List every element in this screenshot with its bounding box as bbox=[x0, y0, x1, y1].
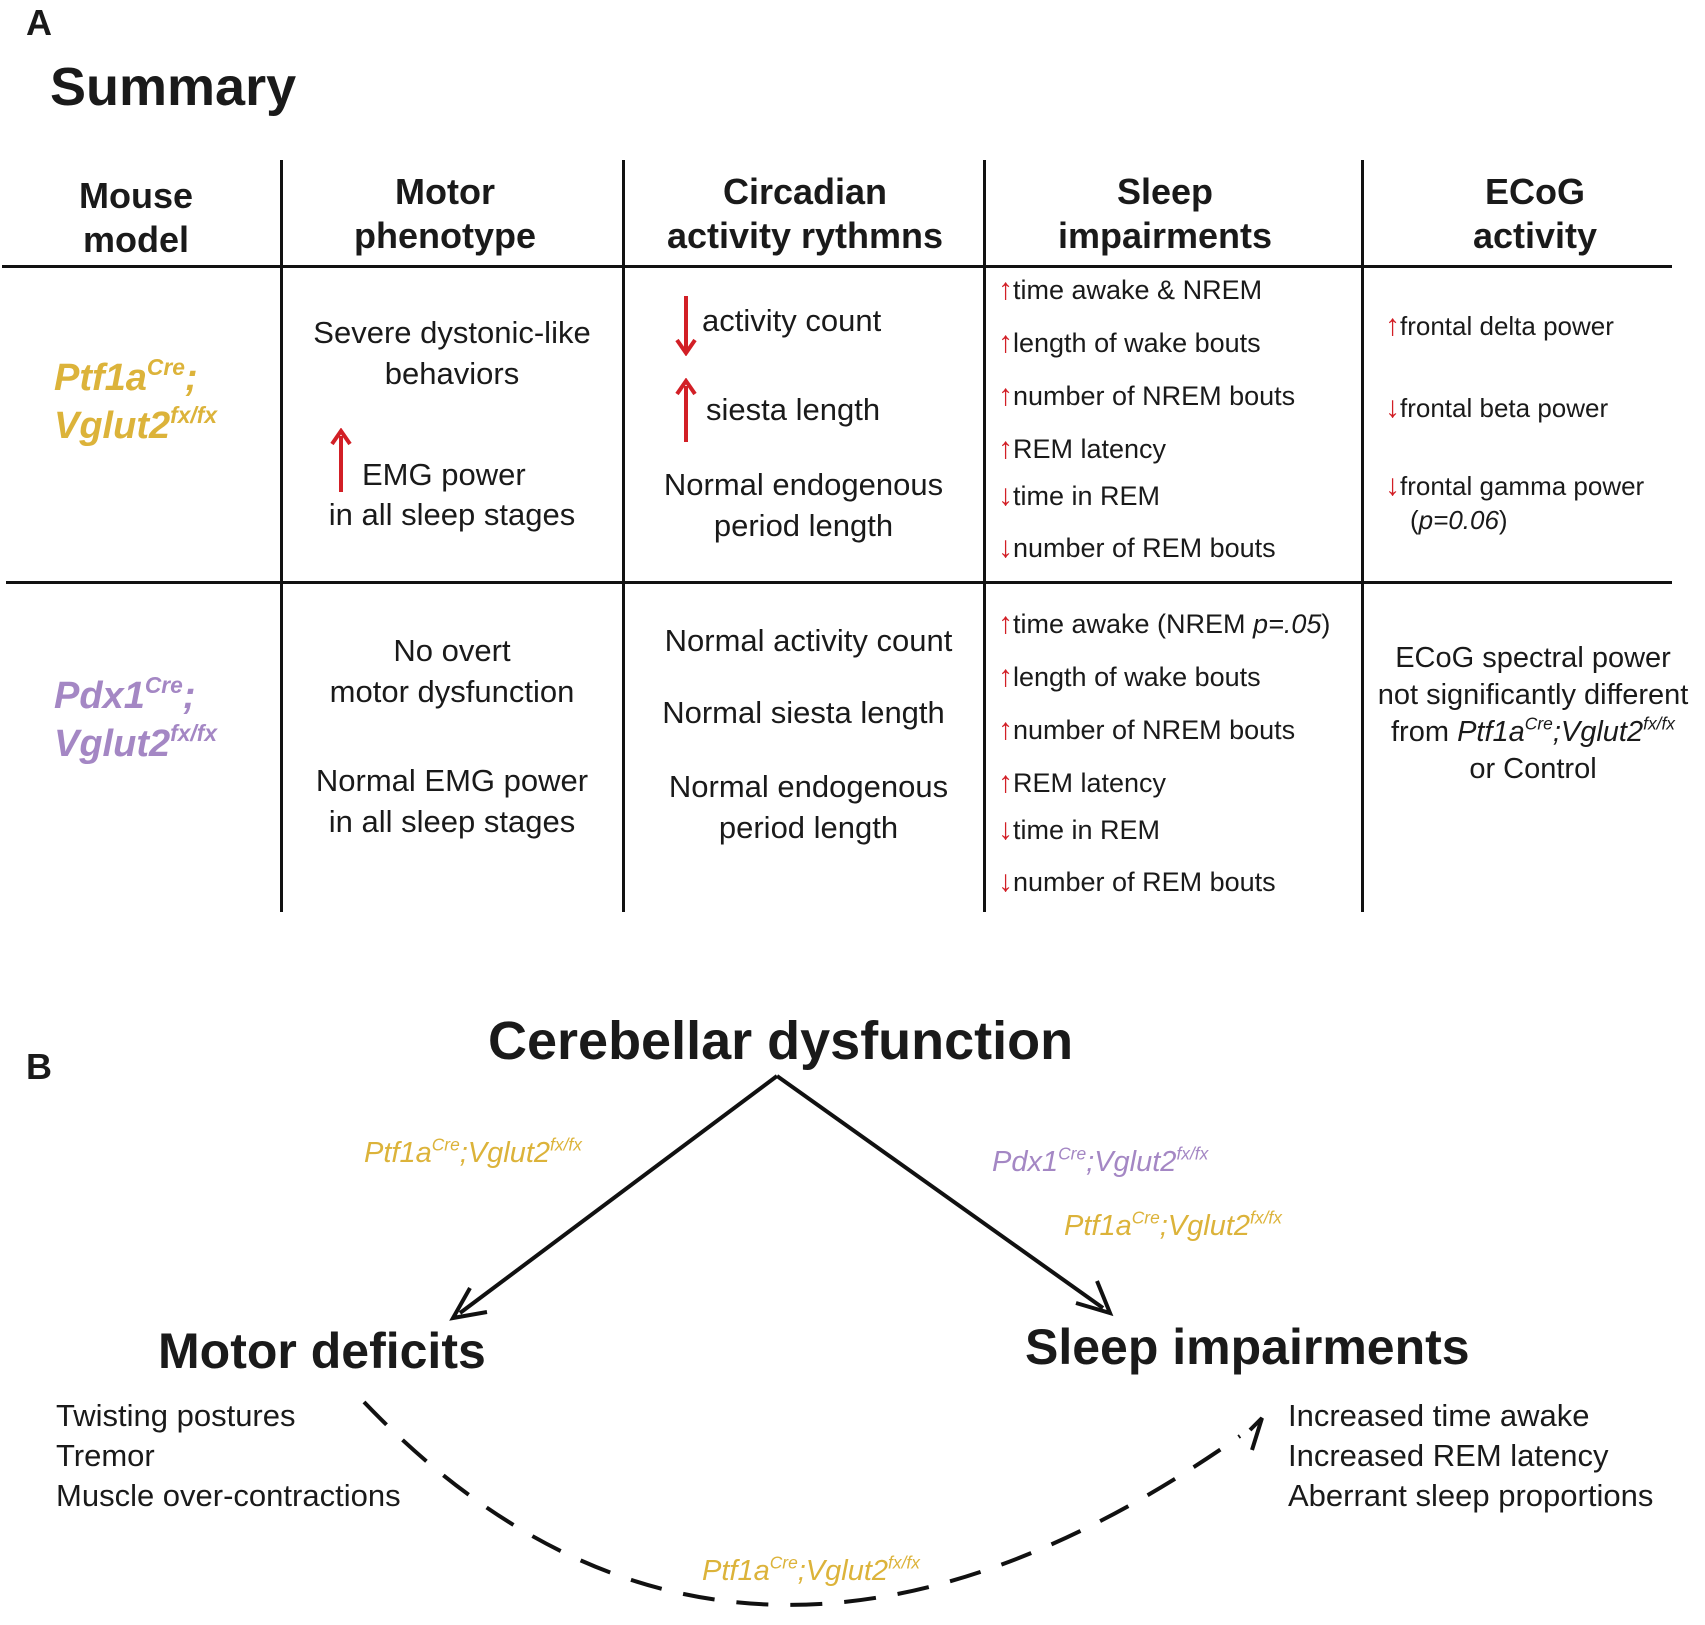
label-ptf1a-left: Ptf1aCre;Vglut2fx/fx bbox=[364, 1134, 582, 1169]
emg-power-stages: in all sleep stages bbox=[328, 497, 576, 532]
down-arrow-icon: ↓ bbox=[998, 865, 1013, 898]
down-arrow-icon: ↓ bbox=[998, 813, 1013, 846]
panel-b-label: B bbox=[26, 1046, 52, 1087]
up-arrow-icon: ↑ bbox=[1385, 309, 1400, 342]
sleep-item: ↑REM latency bbox=[998, 766, 1167, 799]
sleep-item: ↓time in REM bbox=[998, 813, 1161, 846]
panel-a-label: A bbox=[26, 2, 52, 43]
row-rule bbox=[6, 581, 1672, 584]
list-item: Increased time awake bbox=[1288, 1398, 1590, 1433]
label-ptf1a-bottom: Ptf1aCre;Vglut2fx/fx bbox=[702, 1552, 920, 1587]
sleep-item: ↑length of wake bouts bbox=[998, 660, 1261, 693]
list-item: Tremor bbox=[56, 1438, 155, 1473]
list-item: Muscle over-contractions bbox=[56, 1478, 401, 1513]
activity-count: activity count bbox=[702, 303, 882, 338]
down-arrow-icon bbox=[675, 296, 697, 356]
up-arrow-icon: ↑ bbox=[998, 379, 1013, 412]
ecog-gamma-p: (p=0.06) bbox=[1410, 505, 1508, 535]
motor-deficits-list: Twisting postures Tremor Muscle over-con… bbox=[56, 1396, 401, 1516]
normal-siesta-length: Normal siesta length bbox=[662, 695, 945, 730]
column-divider bbox=[622, 160, 625, 912]
down-arrow-icon: ↓ bbox=[998, 479, 1013, 512]
sleep-item: ↓number of REM bouts bbox=[998, 531, 1276, 564]
mouse-model-pdx1: Pdx1Cre; Vglut2fx/fx bbox=[54, 672, 217, 765]
sleep-item: ↓number of REM bouts bbox=[998, 865, 1276, 898]
up-arrow-icon bbox=[675, 378, 697, 442]
motor-deficits-title: Motor deficits bbox=[158, 1323, 486, 1379]
sleep-item: ↑time awake (NREM p=.05) bbox=[998, 607, 1331, 640]
list-item: Aberrant sleep proportions bbox=[1288, 1478, 1654, 1513]
up-arrow-icon: ↑ bbox=[998, 713, 1013, 746]
label-pdx1-right: Pdx1Cre;Vglut2fx/fx bbox=[992, 1143, 1209, 1178]
summary-title: Summary bbox=[50, 57, 297, 117]
sleep-item: ↑time awake & NREM bbox=[998, 273, 1263, 306]
up-arrow-icon: ↑ bbox=[998, 607, 1013, 640]
label-ptf1a-right: Ptf1aCre;Vglut2fx/fx bbox=[1064, 1207, 1282, 1242]
siesta-length: siesta length bbox=[706, 392, 881, 427]
ecog-gamma: ↓frontal gamma power bbox=[1385, 469, 1645, 502]
ecog-beta: ↓frontal beta power bbox=[1385, 391, 1609, 424]
column-divider bbox=[280, 160, 283, 912]
sleep-item: ↑number of NREM bouts bbox=[998, 379, 1296, 412]
emg-power-label: EMG power bbox=[362, 457, 526, 492]
up-arrow-icon: ↑ bbox=[998, 660, 1013, 693]
up-arrow-icon bbox=[330, 428, 352, 492]
down-arrow-icon: ↓ bbox=[1385, 391, 1400, 424]
cerebellar-dysfunction-title: Cerebellar dysfunction bbox=[488, 1011, 1074, 1071]
sleep-impairments-list: Increased time awake Increased REM laten… bbox=[1288, 1396, 1653, 1516]
header-rule bbox=[2, 265, 1672, 268]
up-arrow-icon: ↑ bbox=[998, 326, 1013, 359]
sleep-item: ↓time in REM bbox=[998, 479, 1161, 512]
up-arrow-icon: ↑ bbox=[998, 432, 1013, 465]
ecog-delta: ↑frontal delta power bbox=[1385, 309, 1614, 342]
list-item: Increased REM latency bbox=[1288, 1438, 1609, 1473]
column-divider bbox=[983, 160, 986, 912]
down-arrow-icon: ↓ bbox=[1385, 469, 1400, 502]
sleep-item: ↑REM latency bbox=[998, 432, 1167, 465]
sleep-item: ↑length of wake bouts bbox=[998, 326, 1261, 359]
up-arrow-icon: ↑ bbox=[998, 766, 1013, 799]
normal-activity-count: Normal activity count bbox=[664, 623, 953, 658]
down-arrow-icon: ↓ bbox=[998, 531, 1013, 564]
column-divider bbox=[1361, 160, 1364, 912]
sleep-impairments-title: Sleep impairments bbox=[1025, 1319, 1470, 1375]
ecog-not-different: ECoG spectral power not significantly di… bbox=[1377, 642, 1689, 785]
sleep-item: ↑number of NREM bouts bbox=[998, 713, 1296, 746]
up-arrow-icon: ↑ bbox=[998, 273, 1013, 306]
mouse-model-ptf1a: Ptf1aCre; Vglut2fx/fx bbox=[54, 354, 217, 447]
list-item: Twisting postures bbox=[56, 1398, 296, 1433]
